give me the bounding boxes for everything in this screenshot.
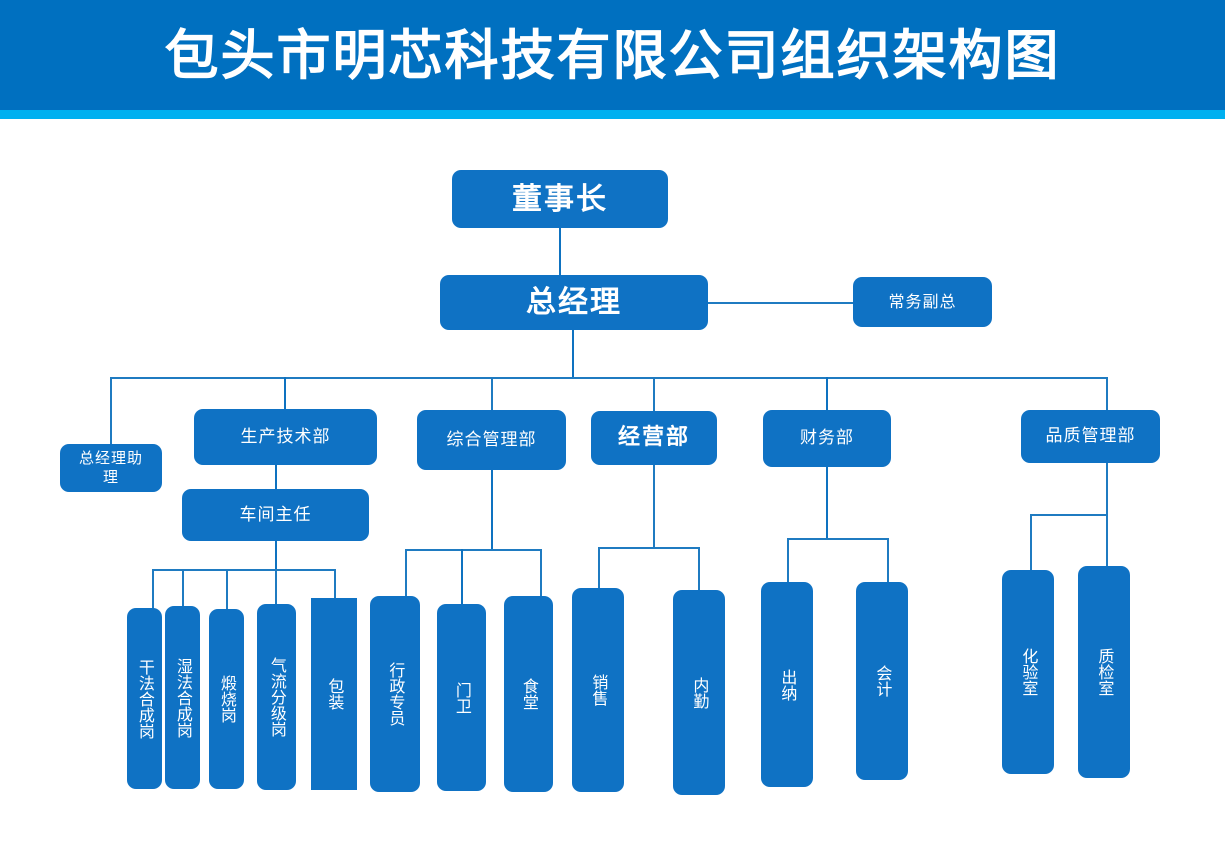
connector-bus-to-gm-assistant	[110, 377, 112, 445]
connector-bus-to-quality	[1106, 377, 1108, 410]
node-gm-assistant[interactable]: 总经理助理	[60, 444, 162, 492]
header-band	[0, 0, 1225, 110]
node-post-admin-specialist-label: 行政专员	[386, 662, 406, 726]
node-post-packaging-label: 包装	[325, 678, 345, 710]
connector-finance-to-accountant	[887, 538, 889, 583]
node-post-accountant-label: 会计	[873, 665, 893, 697]
connector-admin-to-canteen	[540, 549, 542, 597]
connector-quality-to-qc	[1106, 514, 1108, 569]
node-post-packaging[interactable]: 包装	[311, 598, 357, 790]
node-post-wet-synthesis[interactable]: 湿法合成岗	[165, 606, 200, 789]
node-chairman[interactable]: 董事长	[452, 170, 668, 228]
connector-chairman-to-gm	[559, 227, 562, 276]
node-post-calcination[interactable]: 煅烧岗	[209, 609, 244, 789]
node-post-lab[interactable]: 化验室	[1002, 570, 1054, 774]
node-dept-production-label: 生产技术部	[240, 426, 331, 447]
node-dept-finance[interactable]: 财务部	[763, 410, 891, 467]
connector-workshop-to-airflow	[275, 569, 277, 605]
connector-workshop-to-bus	[275, 540, 278, 570]
connector-finance-to-bus	[826, 466, 829, 539]
connector-business-to-sales	[598, 547, 600, 589]
connector-quality-to-bus	[1106, 463, 1108, 515]
node-post-inside-sales-label: 内勤	[690, 676, 710, 709]
connector-admin-to-gatekeeper	[461, 549, 464, 605]
node-workshop-director[interactable]: 车间主任	[182, 489, 369, 541]
node-post-lab-label: 化验室	[1019, 648, 1039, 696]
node-post-sales[interactable]: 销售	[572, 588, 624, 792]
connector-gm-to-bus	[572, 329, 575, 378]
node-dept-admin-label: 综合管理部	[446, 429, 537, 450]
node-dept-admin[interactable]: 综合管理部	[417, 410, 566, 470]
node-post-inside-sales[interactable]: 内勤	[673, 590, 725, 795]
connector-bus-to-production	[284, 377, 287, 410]
header-accent-bar	[0, 110, 1225, 119]
node-post-airflow-grading-label: 气流分级岗	[267, 657, 287, 737]
node-post-sales-label: 销售	[589, 674, 609, 706]
node-post-canteen-label: 食堂	[519, 678, 539, 710]
connector-business-to-bus	[653, 465, 655, 548]
connector-business-bus	[598, 547, 699, 549]
node-dept-business-label: 经营部	[617, 424, 690, 450]
connector-bus-to-finance	[826, 377, 829, 410]
node-post-canteen[interactable]: 食堂	[504, 596, 553, 792]
connector-main-bus	[110, 377, 1107, 379]
node-post-qc-room-label: 质检室	[1095, 648, 1115, 696]
node-workshop-director-label: 车间主任	[239, 504, 312, 525]
node-dept-production[interactable]: 生产技术部	[194, 409, 377, 465]
connector-finance-to-cashier	[787, 538, 789, 583]
connector-finance-bus	[787, 538, 888, 540]
node-post-gatekeeper[interactable]: 门卫	[437, 604, 486, 791]
connector-workshop-to-wet	[182, 569, 184, 607]
node-post-wet-synthesis-label: 湿法合成岗	[173, 657, 193, 738]
node-chairman-label: 董事长	[512, 181, 608, 217]
connector-workshop-to-packaging	[334, 569, 336, 599]
connector-bus-to-admin	[491, 377, 493, 410]
node-post-cashier-label: 出纳	[778, 668, 798, 701]
node-dept-finance-label: 财务部	[800, 428, 854, 449]
connector-quality-bus	[1030, 514, 1108, 516]
node-post-calcination-label: 煅烧岗	[217, 675, 237, 723]
node-general-manager[interactable]: 总经理	[440, 275, 708, 330]
node-deputy-gm-label: 常务副总	[888, 291, 957, 311]
node-dept-quality-label: 品质管理部	[1045, 426, 1136, 447]
connector-bus-to-business	[653, 377, 655, 411]
node-post-airflow-grading[interactable]: 气流分级岗	[257, 604, 296, 790]
node-post-dry-synthesis[interactable]: 干法合成岗	[127, 608, 162, 789]
node-post-qc-room[interactable]: 质检室	[1078, 566, 1130, 778]
node-deputy-gm[interactable]: 常务副总	[853, 277, 992, 327]
connector-admin-to-specialist	[405, 549, 407, 597]
connector-workshop-bus	[152, 569, 335, 571]
connector-business-to-inside	[698, 547, 700, 591]
connector-admin-to-bus	[491, 470, 494, 550]
connector-admin-bus	[405, 549, 541, 551]
connector-workshop-to-calcination	[226, 569, 228, 610]
node-post-accountant[interactable]: 会计	[856, 582, 908, 780]
connector-gm-to-deputy	[707, 302, 853, 304]
node-post-gatekeeper-label: 门卫	[452, 681, 472, 714]
connector-quality-to-lab	[1030, 514, 1032, 572]
node-post-dry-synthesis-label: 干法合成岗	[135, 658, 155, 739]
node-post-admin-specialist[interactable]: 行政专员	[370, 596, 420, 792]
node-dept-quality[interactable]: 品质管理部	[1021, 410, 1160, 463]
node-general-manager-label: 总经理	[526, 285, 622, 320]
node-gm-assistant-label: 总经理助理	[78, 448, 143, 487]
page-title: 包头市明芯科技有限公司组织架构图	[164, 24, 1061, 87]
connector-workshop-to-dry	[152, 569, 154, 609]
node-post-cashier[interactable]: 出纳	[761, 582, 813, 787]
connector-production-to-workshop	[275, 464, 278, 490]
node-dept-business[interactable]: 经营部	[591, 411, 717, 465]
